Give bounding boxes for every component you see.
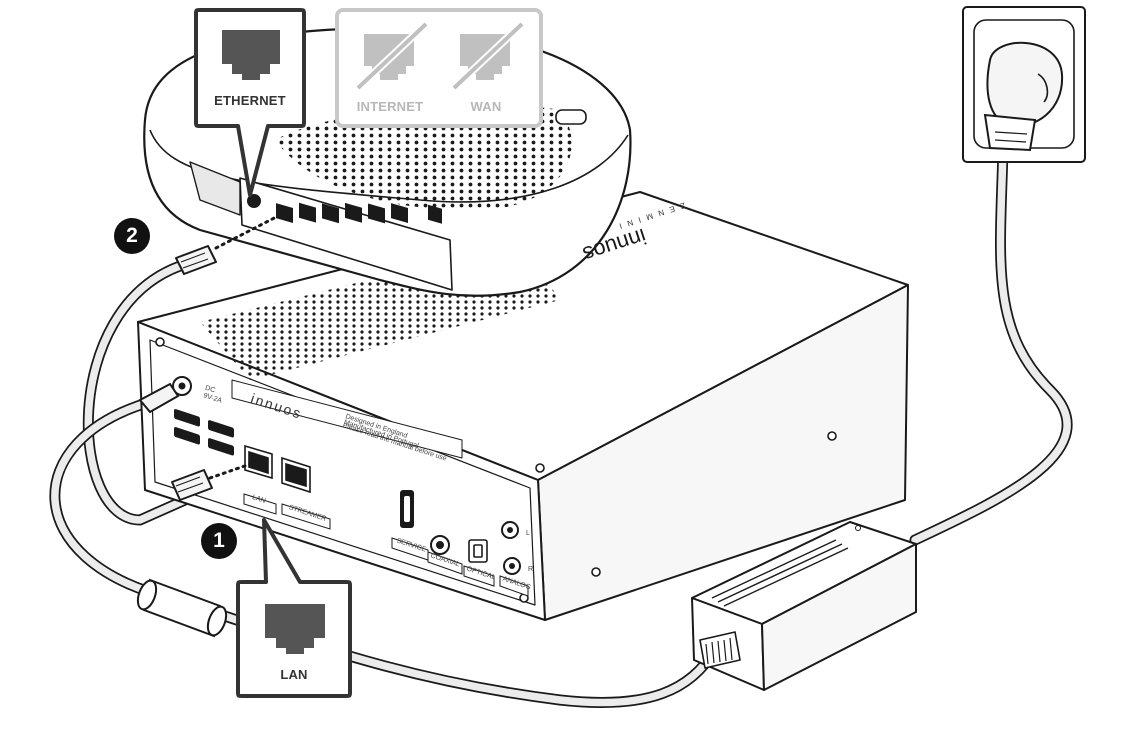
analog-right-label: R (528, 566, 534, 573)
router-ports (247, 194, 442, 224)
step-1-badge: 1 (201, 523, 237, 559)
ethernet-port-icon (222, 30, 280, 80)
step-2-badge: 2 (114, 218, 150, 254)
screws (155, 337, 837, 603)
callout-lan (236, 518, 352, 698)
ferrite-bead (136, 578, 228, 638)
optical-port (468, 539, 488, 563)
ethernet-label: ETHERNET (214, 93, 286, 108)
callout-ethernet (194, 8, 306, 197)
dc-power-jack (172, 376, 192, 396)
ethernet-plug-device (171, 469, 213, 501)
callout-internet-wan (335, 8, 543, 128)
wall-outlet (962, 6, 1086, 163)
streamer-port (281, 456, 311, 494)
lan-port-icon (265, 604, 325, 654)
port-label-boxes (243, 493, 529, 597)
power-supply (691, 521, 917, 691)
service-port (400, 490, 414, 528)
dc-plug (138, 382, 180, 414)
ethernet-plug-router (175, 245, 217, 275)
internet-label: INTERNET (356, 99, 424, 114)
analog-ports (501, 521, 521, 575)
power-cable-wall (909, 144, 1073, 546)
connection-dots-router (214, 212, 284, 250)
usb-ports (174, 409, 234, 456)
ethernet-cable (82, 260, 191, 526)
lan-callout-label: LAN (280, 667, 308, 682)
coaxial-port (430, 535, 450, 555)
analog-left-label: L (526, 530, 530, 537)
connection-dots-lan (208, 458, 264, 480)
wan-label: WAN (470, 99, 502, 114)
